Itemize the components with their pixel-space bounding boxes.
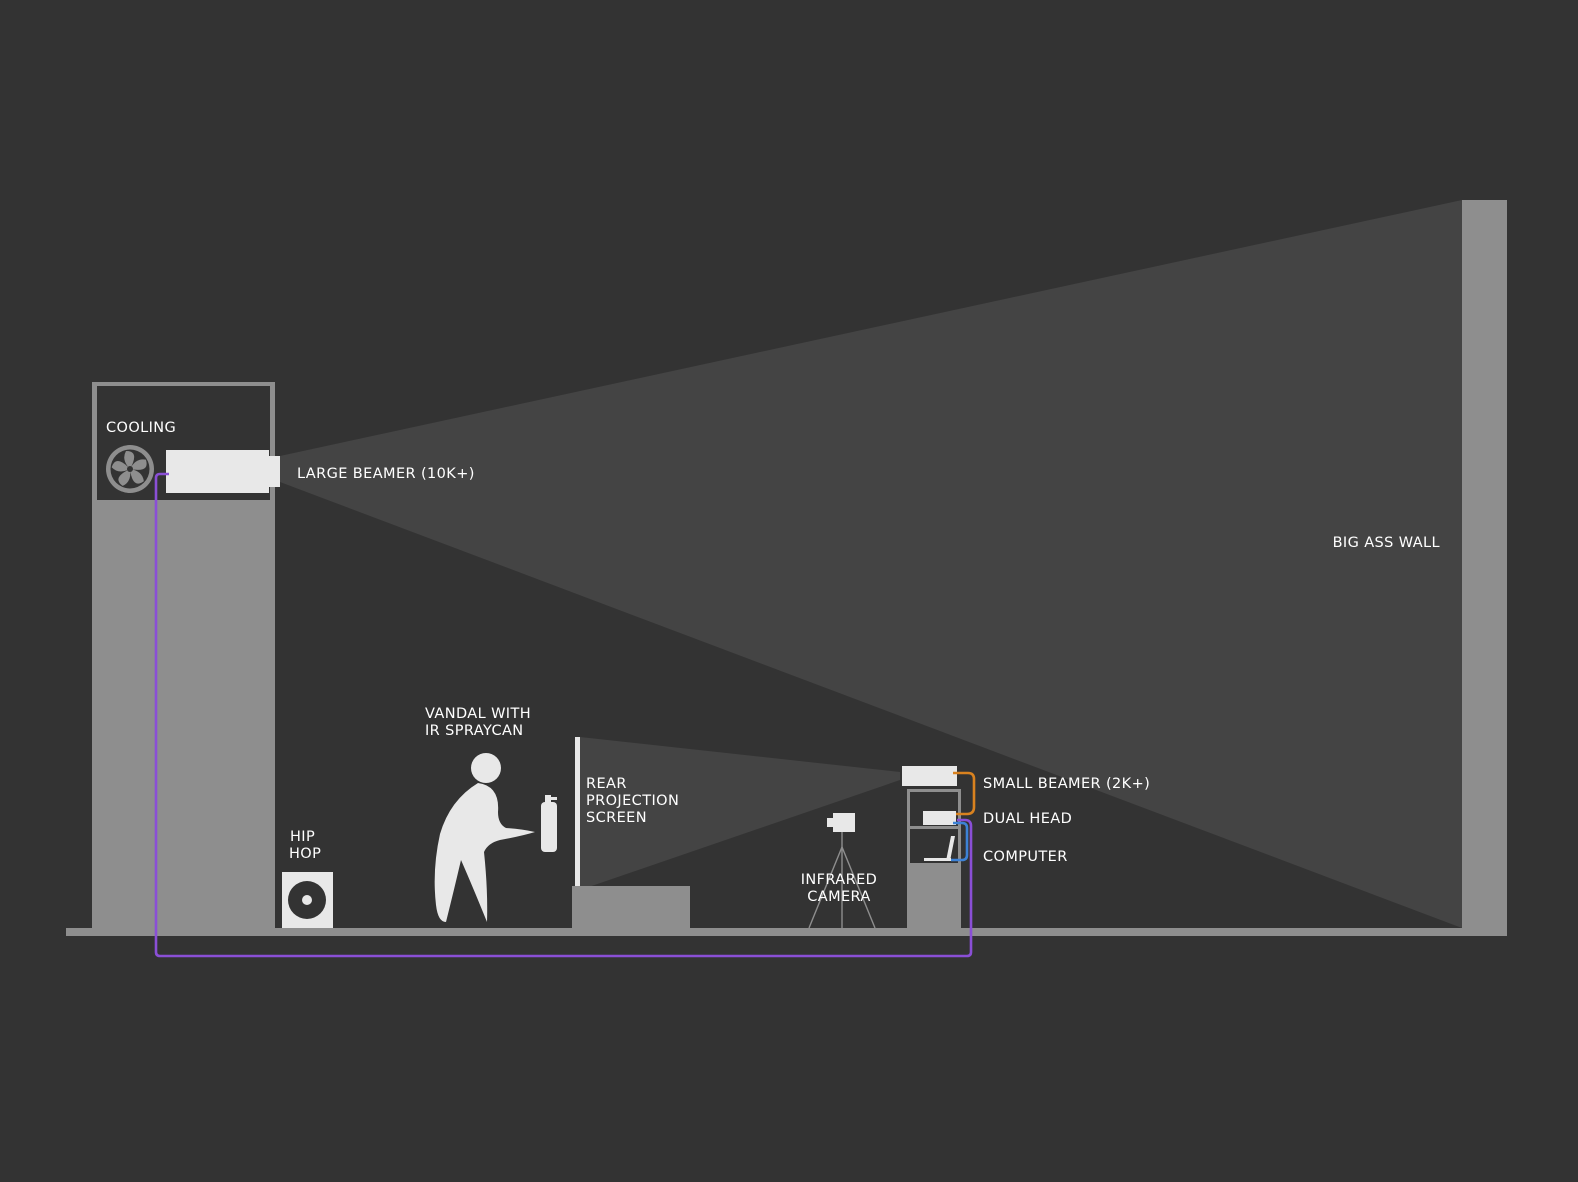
equipment-rack [907, 789, 961, 928]
person-icon [434, 753, 535, 922]
label-computer: COMPUTER [983, 849, 1068, 865]
cable-blue [951, 821, 969, 862]
small-beamer [902, 766, 957, 786]
tripod-icon [808, 832, 876, 929]
label-small-beamer: SMALL BEAMER (2K+) [983, 776, 1150, 792]
large-beam [280, 200, 1462, 928]
speaker-icon [282, 872, 333, 928]
cable-purple [154, 472, 973, 958]
label-dual-head: DUAL HEAD [983, 811, 1072, 827]
label-infrared-line2: CAMERA [807, 889, 871, 905]
spraycan-icon [541, 795, 557, 852]
label-hiphop-line2: HOP [289, 846, 321, 862]
label-vandal-line2: IR SPRAYCAN [425, 723, 524, 739]
dual-head [923, 811, 956, 825]
small-beam [580, 737, 900, 890]
label-hiphop-line1: HIP [290, 829, 315, 845]
label-large-beamer: LARGE BEAMER (10K+) [297, 466, 475, 482]
cable-orange [953, 771, 976, 816]
fan-icon [106, 445, 154, 493]
camera-icon [827, 813, 855, 832]
big-wall [1462, 200, 1507, 936]
label-cooling: COOLING [106, 420, 176, 436]
label-rear-line3: SCREEN [586, 810, 647, 826]
label-infrared-line1: INFRARED [801, 872, 877, 888]
label-big-wall: BIG ASS WALL [1333, 535, 1440, 551]
label-vandal-line1: VANDAL WITH [425, 706, 531, 722]
label-rear-line2: PROJECTION [586, 793, 679, 809]
rear-projection-screen [572, 737, 690, 928]
floor [66, 928, 1507, 936]
computer [924, 836, 955, 861]
label-rear-line1: REAR [586, 776, 627, 792]
large-beamer [166, 450, 280, 493]
